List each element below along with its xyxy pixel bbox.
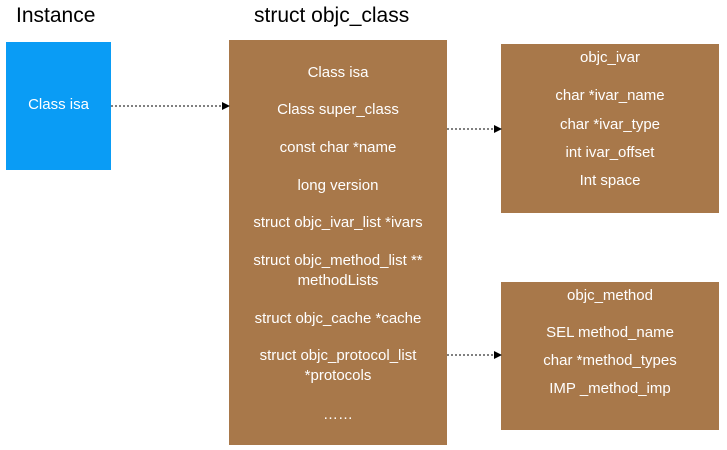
class-field-version: long version xyxy=(297,177,379,194)
ivar-box-title: objc_ivar xyxy=(579,49,641,66)
class-field-method-lists-2: methodLists xyxy=(297,272,379,289)
ivar-field-space: Int space xyxy=(579,172,641,189)
objc-ivar-box: objc_ivar char *ivar_name char *ivar_typ… xyxy=(501,44,719,213)
class-field-protocols-1: struct objc_protocol_list xyxy=(259,347,417,364)
ivar-field-type: char *ivar_type xyxy=(559,116,661,133)
ivar-field-offset: int ivar_offset xyxy=(565,144,655,161)
class-field-super-class: Class super_class xyxy=(277,101,399,118)
instance-heading: Instance xyxy=(16,4,96,27)
ivar-field-name: char *ivar_name xyxy=(555,87,665,104)
method-field-imp: IMP _method_imp xyxy=(549,380,671,397)
struct-heading: struct objc_class xyxy=(254,4,410,27)
method-field-name: SEL method_name xyxy=(546,324,674,341)
instance-box: Class isa xyxy=(6,42,111,170)
method-box-title: objc_method xyxy=(567,287,653,304)
class-field-protocols-2: *protocols xyxy=(304,367,372,384)
class-field-ivars: struct objc_ivar_list *ivars xyxy=(253,214,423,231)
objc-class-box: Class isa Class super_class const char *… xyxy=(229,40,447,445)
class-field-name: const char *name xyxy=(279,139,397,156)
method-field-types: char *method_types xyxy=(543,352,677,369)
instance-isa-field: Class isa xyxy=(28,96,89,113)
objc-method-box: objc_method SEL method_name char *method… xyxy=(501,282,719,430)
class-field-method-lists-1: struct objc_method_list ** xyxy=(253,252,423,269)
class-field-ellipsis: …… xyxy=(323,406,353,423)
class-field-cache: struct objc_cache *cache xyxy=(254,310,422,327)
class-field-isa: Class isa xyxy=(307,64,369,81)
